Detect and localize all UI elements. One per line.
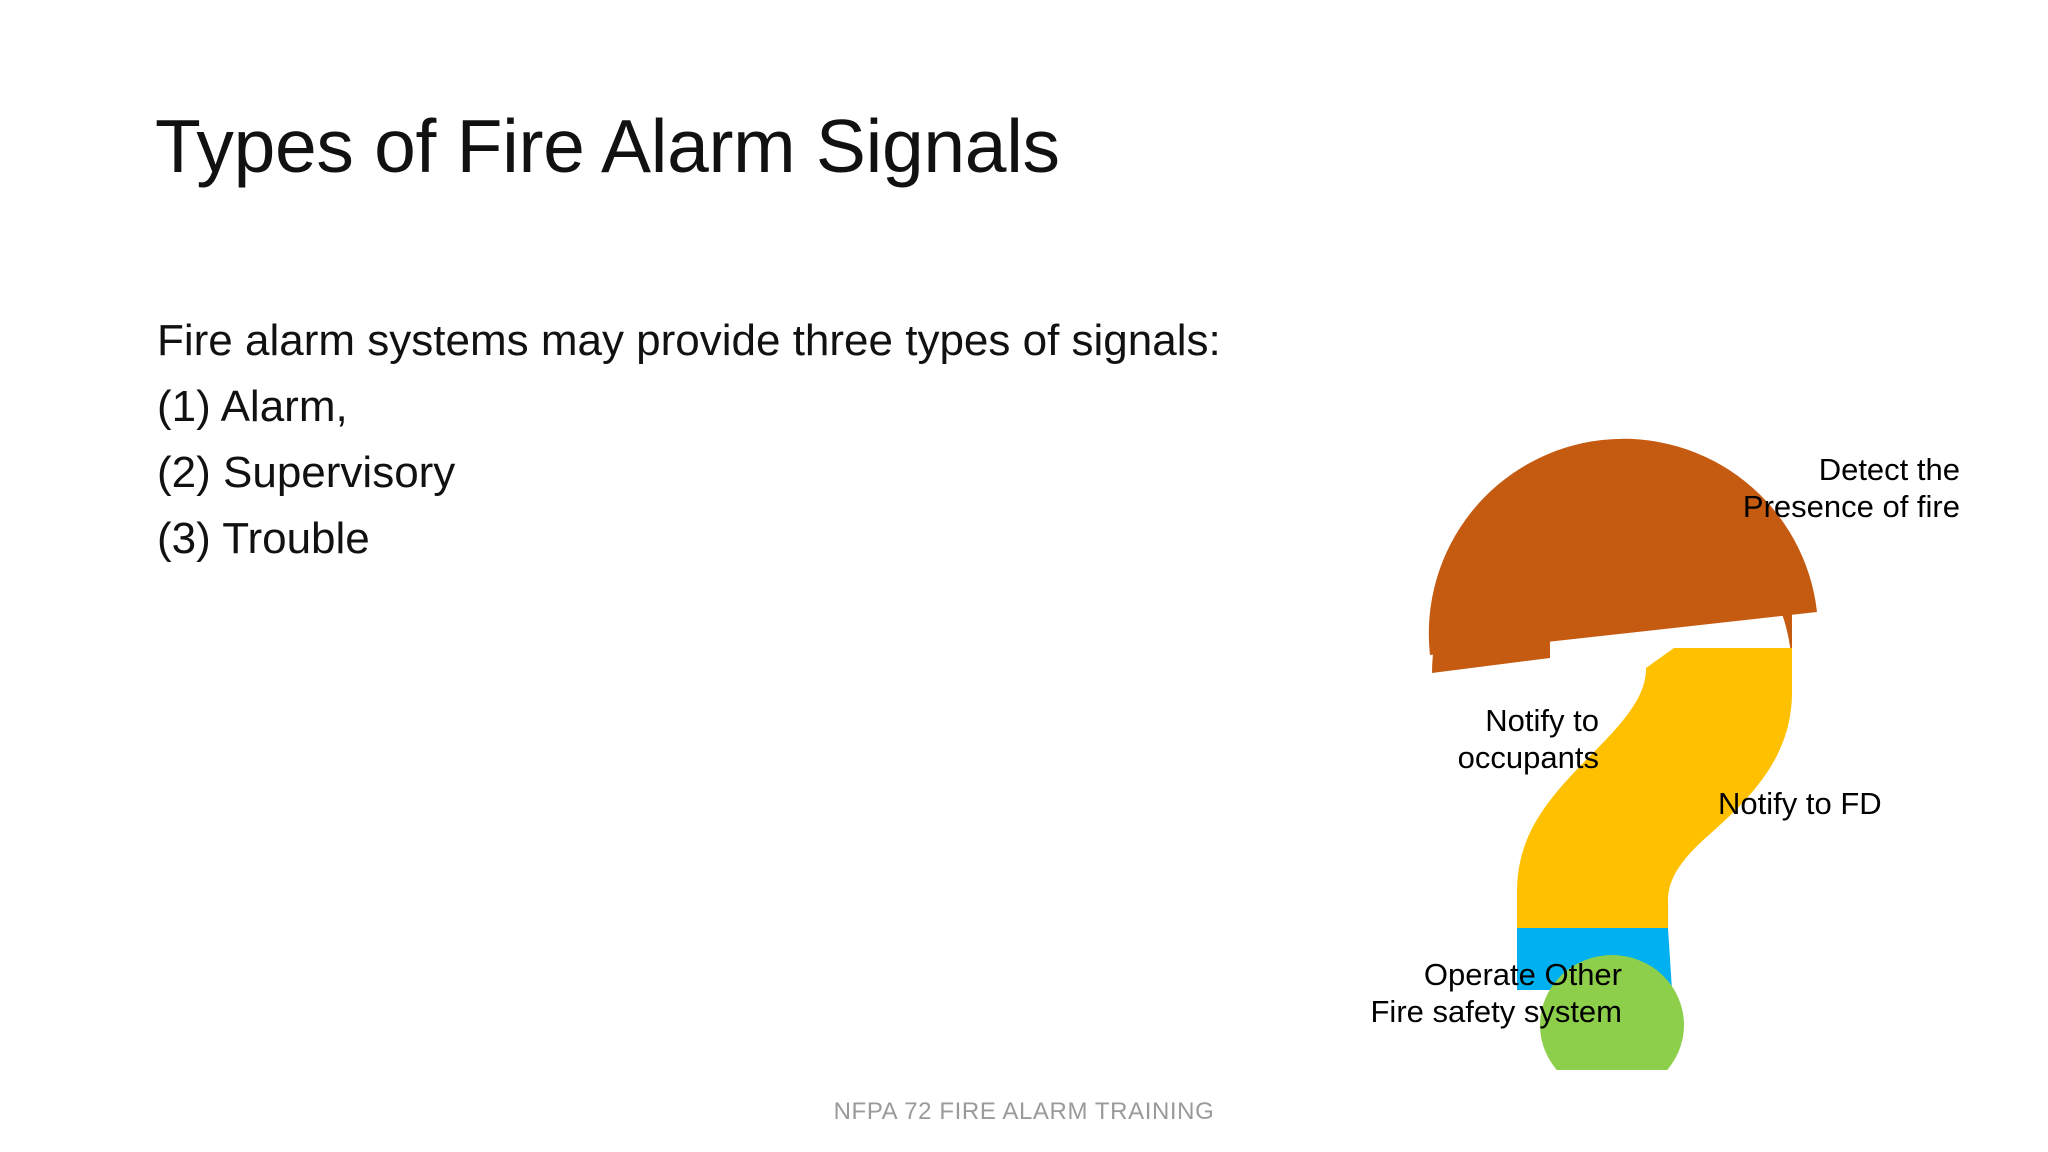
- callout-detect-line1: Detect the: [1818, 452, 1960, 487]
- callout-operate-other-systems: Operate Other Fire safety system: [1322, 957, 1623, 1030]
- question-mark-icon: [1428, 438, 1817, 1070]
- callout-operate-line2: Fire safety system: [1370, 993, 1623, 1029]
- body-line-trouble: (3) Trouble: [157, 514, 370, 563]
- question-mark-top-arc: [1432, 493, 1792, 673]
- question-mark-hook: [1517, 648, 1792, 928]
- body-line-alarm: (1) Alarm,: [157, 382, 348, 431]
- body-line-intro: Fire alarm systems may provide three typ…: [157, 316, 1221, 365]
- body-line-supervisory: (2) Supervisory: [157, 448, 456, 497]
- body-text-block: Fire alarm systems may provide three typ…: [157, 308, 1337, 572]
- callout-notify-occupants: Notify to occupants: [1374, 703, 1599, 776]
- callout-occupants-line1: Notify to: [1485, 703, 1599, 738]
- question-mark-diagram: [1380, 430, 2000, 1070]
- callout-operate-line1: Operate Other: [1423, 957, 1622, 992]
- page-title: Types of Fire Alarm Signals: [155, 104, 1060, 188]
- question-mark-dot: [1540, 955, 1684, 1070]
- callout-detect-presence: Detect the Presence of fire: [1660, 452, 1960, 525]
- callout-detect-line2: Presence of fire: [1742, 488, 1960, 524]
- callout-fd-line1: Notify to FD: [1718, 786, 1882, 821]
- callout-notify-fd: Notify to FD: [1718, 786, 1978, 823]
- callout-occupants-line2: occupants: [1457, 739, 1599, 775]
- slide-footer: NFPA 72 FIRE ALARM TRAINING: [833, 1098, 1215, 1125]
